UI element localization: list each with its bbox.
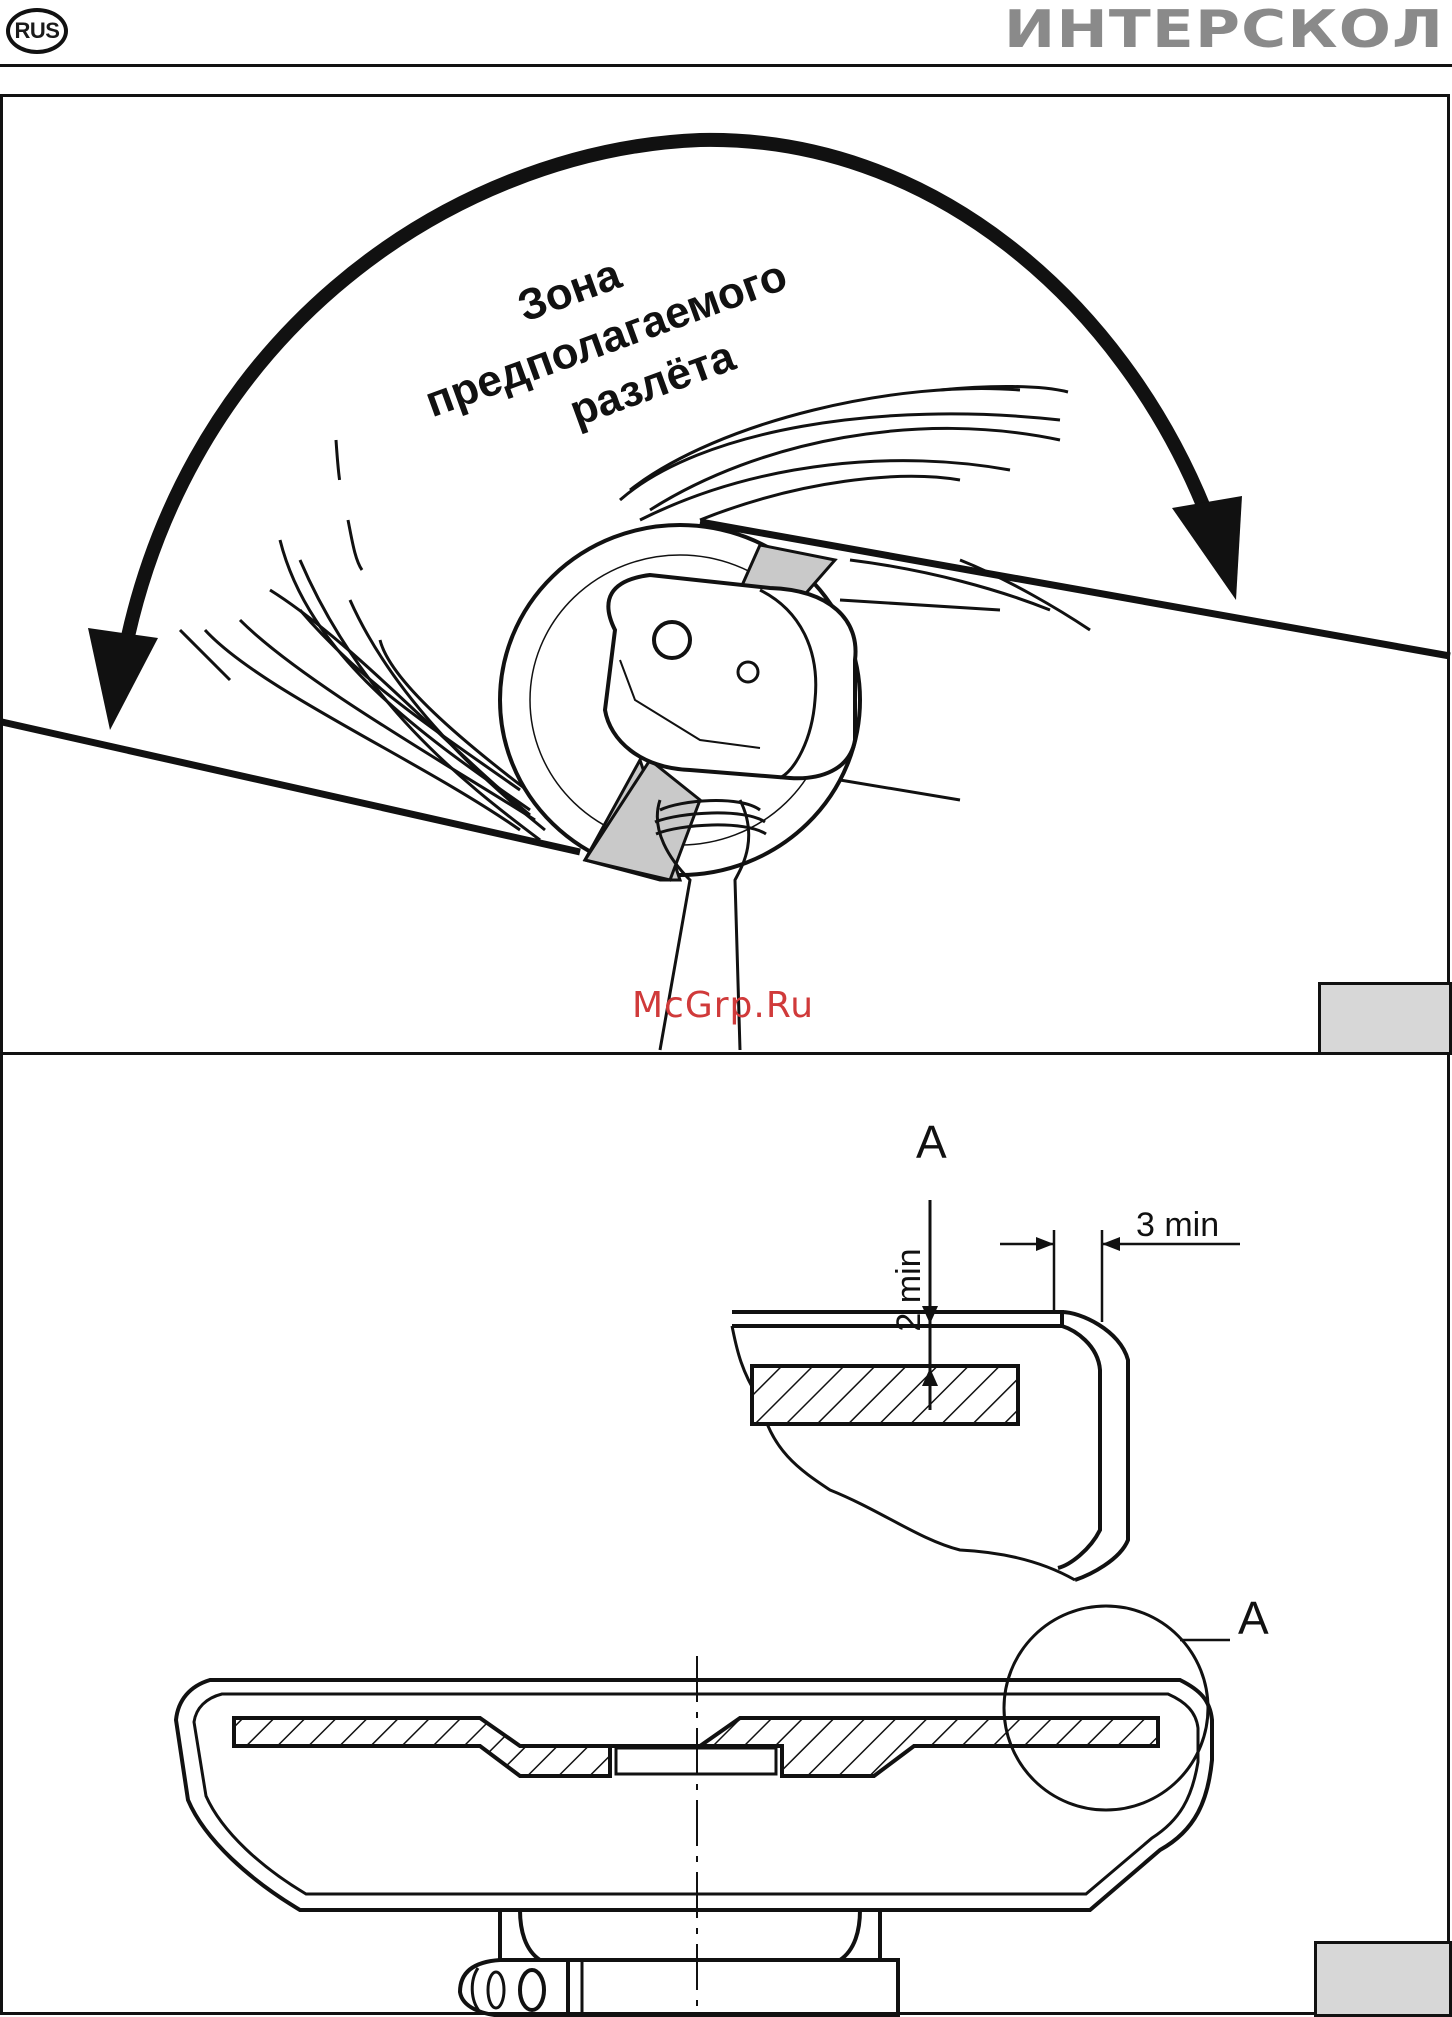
detail-guard-edge bbox=[1058, 1312, 1128, 1580]
detail-circle bbox=[1004, 1606, 1208, 1810]
angle-grinder-illustration bbox=[605, 575, 856, 778]
guard-outer-profile bbox=[176, 1680, 1212, 1910]
spark-streaks-left bbox=[180, 440, 545, 840]
watermark: McGrp.Ru bbox=[632, 985, 814, 1026]
dim-vertical-label: 2 min bbox=[890, 1248, 928, 1331]
detail-title: A bbox=[916, 1116, 947, 1168]
guard-hub bbox=[500, 1910, 880, 1960]
detail-disk-section bbox=[752, 1366, 1018, 1424]
spindle-lock-icon bbox=[654, 622, 690, 658]
svg-text:Зона предполагаемого: Зона предполагаемого разлёта bbox=[399, 192, 825, 481]
full-guard-view: A bbox=[176, 1592, 1269, 2016]
arrowhead-right-icon bbox=[1172, 496, 1242, 600]
spark-zone-figure: Зона предполагаемого разлёта bbox=[2, 140, 1450, 1050]
dim-horizontal-label: 3 min bbox=[1136, 1206, 1219, 1244]
guard-cross-section: 2 min 3 min A A bbox=[176, 1116, 1269, 2016]
arrowhead-left-icon bbox=[88, 628, 158, 730]
detail-a-view: 2 min 3 min A bbox=[732, 1116, 1240, 1580]
detail-ref-label: A bbox=[1238, 1592, 1269, 1644]
